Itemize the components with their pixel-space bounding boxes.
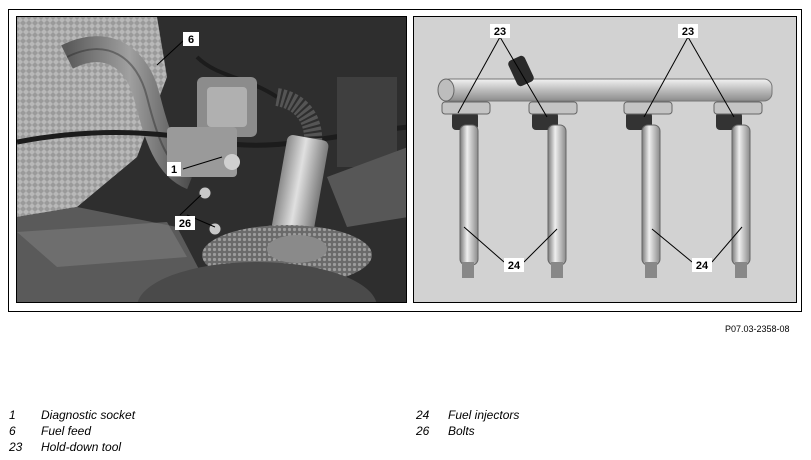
legend-left: 1 Diagnostic socket 6 Fuel feed 23 Hold-…: [9, 408, 135, 456]
legend-label: Bolts: [448, 424, 475, 438]
callout-24-left: 24: [504, 258, 524, 272]
svg-text:24: 24: [508, 260, 521, 272]
legend-item: 6 Fuel feed: [9, 424, 135, 440]
callout-24-right: 24: [692, 258, 712, 272]
legend-label: Hold-down tool: [41, 440, 122, 454]
legend-number: 26: [416, 424, 430, 438]
engine-photo: 6 1 26: [16, 16, 407, 303]
svg-text:6: 6: [188, 34, 194, 46]
svg-text:23: 23: [682, 26, 694, 38]
legend-number: 24: [416, 408, 430, 422]
legend-number: 1: [9, 408, 16, 422]
figure-reference-code: P07.03-2358-08: [725, 324, 790, 334]
callout-1: 1: [167, 162, 181, 176]
callout-6: 6: [183, 32, 199, 46]
legend-number: 6: [9, 424, 16, 438]
callout-23-right: 23: [678, 24, 698, 38]
legend-item: 1 Diagnostic socket: [9, 408, 135, 424]
svg-text:1: 1: [171, 164, 177, 176]
legend-item: 26 Bolts: [416, 424, 519, 440]
legend-label: Fuel feed: [41, 424, 92, 438]
svg-text:24: 24: [696, 260, 709, 272]
svg-text:26: 26: [179, 218, 191, 230]
legend-right: 24 Fuel injectors 26 Bolts: [416, 408, 519, 440]
legend-number: 23: [9, 440, 23, 454]
fuel-rail-illustration: 23 23 24 24: [414, 17, 796, 302]
legend-label: Fuel injectors: [448, 408, 520, 422]
callout-26: 26: [175, 216, 195, 230]
engine-photo-illustration: 6 1 26: [17, 17, 406, 302]
legend-label: Diagnostic socket: [41, 408, 136, 422]
legend-item: 23 Hold-down tool: [9, 440, 135, 456]
callout-23-left: 23: [490, 24, 510, 38]
figure-frame: 6 1 26: [8, 9, 802, 312]
fuel-rail-photo: 23 23 24 24: [413, 16, 797, 303]
legend-item: 24 Fuel injectors: [416, 408, 519, 424]
svg-text:23: 23: [494, 26, 506, 38]
